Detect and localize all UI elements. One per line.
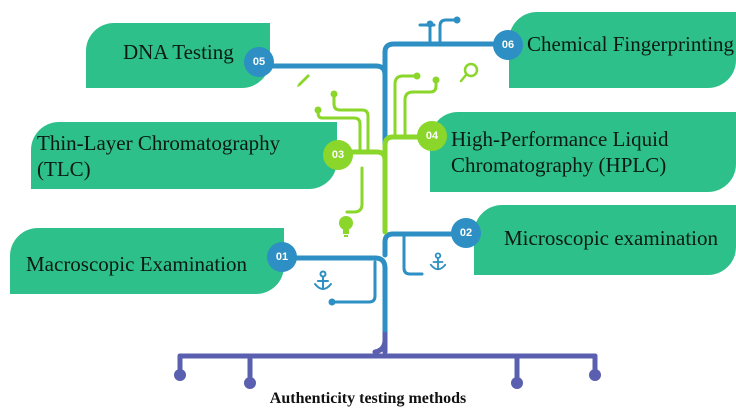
anchor-icon: [429, 252, 447, 271]
method-box-macroscopic: Macroscopic Examination: [10, 228, 284, 294]
magnifier-icon: [459, 62, 479, 83]
method-label: Thin-Layer Chromatography (TLC): [37, 130, 281, 181]
anchor-icon: [314, 270, 332, 290]
blue-details: [332, 18, 457, 304]
method-label: Chemical Fingerprinting: [527, 32, 735, 56]
method-box-tlc: Thin-Layer Chromatography (TLC): [31, 122, 337, 189]
method-number-badge: 03: [323, 140, 353, 170]
green-details: [316, 74, 438, 214]
blue-detail-nodes: [328, 16, 461, 306]
method-number-badge: 04: [417, 121, 447, 151]
method-label: DNA Testing: [123, 39, 234, 64]
method-box-dna-testing: DNA Testing: [86, 23, 270, 88]
blue-trunk: [265, 41, 499, 333]
method-label: Microscopic examination: [504, 226, 719, 250]
method-number-badge: 05: [244, 47, 274, 77]
root-nodes: [174, 369, 601, 389]
method-box-chemical-fingerprinting: Chemical Fingerprinting: [509, 12, 736, 88]
method-label: Macroscopic Examination: [26, 252, 248, 276]
diagram-caption: Authenticity testing methods: [269, 390, 467, 407]
method-box-hplc: High-Performance Liquid Chromatography (…: [430, 112, 736, 192]
method-number-badge: 01: [267, 242, 297, 272]
lightbulb-icon: [339, 216, 353, 237]
green-detail-nodes: [314, 72, 440, 114]
green-trunk: [346, 134, 427, 235]
method-box-microscopic: Microscopic examination: [474, 205, 736, 275]
root-branches: [177, 327, 598, 383]
pen-icon: [297, 74, 310, 87]
method-number-badge: 02: [451, 218, 481, 248]
method-label: High-Performance Liquid Chromatography (…: [451, 127, 669, 177]
method-number-badge: 06: [493, 30, 523, 60]
